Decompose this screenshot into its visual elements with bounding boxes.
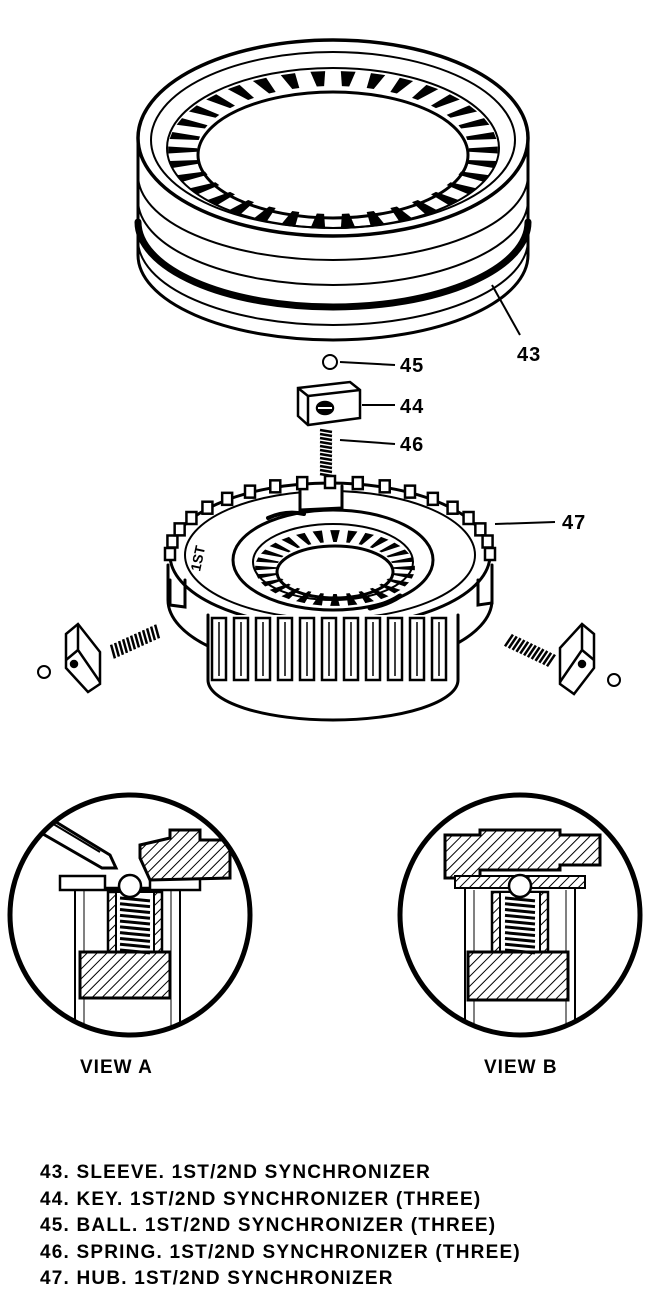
hub-inner-splines [255,530,415,606]
sleeve-part-43 [134,38,532,342]
view-b-detail [397,792,643,1038]
leader-47 [494,521,556,525]
callout-46: 46 [400,434,425,456]
spring-part-46 [319,428,333,478]
callout-43: 43 [517,344,542,366]
leader-46 [339,439,396,445]
ball-right [607,673,621,687]
key-right [558,622,596,696]
view-a-label: VIEW A [80,1057,153,1078]
callout-45: 45 [400,355,425,377]
legend-item-47: 47. HUB. 1ST/2ND SYNCHRONIZER [40,1268,394,1289]
hub-part-47 [166,481,494,722]
ball-left [37,665,51,679]
legend-item-46: 46. SPRING. 1ST/2ND SYNCHRONIZER (THREE) [40,1241,521,1263]
view-b-label: VIEW B [484,1057,558,1078]
sleeve-spline-teeth [168,71,498,229]
spring-right [503,633,556,668]
view-a-detail [7,792,253,1038]
key-left [64,622,102,694]
leader-43 [491,284,521,336]
legend-item-44: 44. KEY. 1ST/2ND SYNCHRONIZER (THREE) [40,1188,482,1210]
key-part-44 [296,380,362,427]
leader-45 [339,361,396,366]
hub-gear-teeth [163,474,497,682]
legend-item-45: 45. BALL. 1ST/2ND SYNCHRONIZER (THREE) [40,1215,497,1236]
callout-44: 44 [400,396,425,418]
callout-47: 47 [562,512,587,534]
ball-part-45 [322,354,338,370]
spring-left [109,624,161,659]
legend-item-43: 43. SLEEVE. 1ST/2ND SYNCHRONIZER [40,1162,432,1183]
hub-marking: 1ST [187,544,208,573]
parts-legend: 43. SLEEVE. 1ST/2ND SYNCHRONIZER 44. KEY… [40,1160,521,1293]
